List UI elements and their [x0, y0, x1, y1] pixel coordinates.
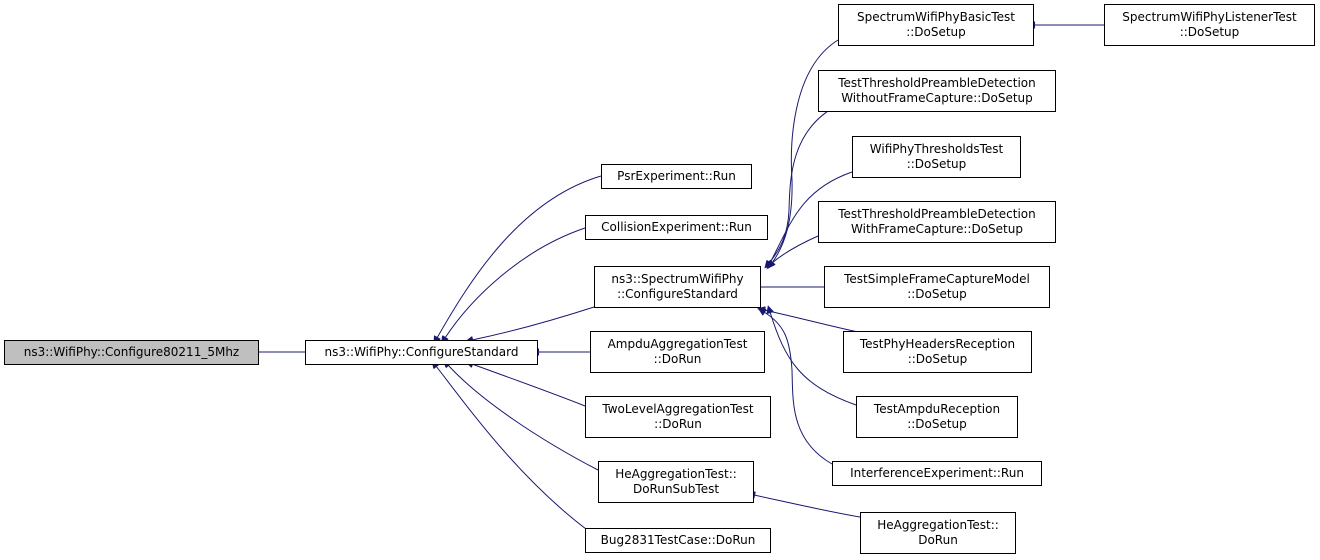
node-simple-frame-capture-dosetup[interactable]: TestSimpleFrameCaptureModel ::DoSetup: [824, 266, 1050, 308]
node-bug2831-dorun[interactable]: Bug2831TestCase::DoRun: [585, 528, 771, 553]
node-spectrum-configurestandard[interactable]: ns3::SpectrumWifiPhy ::ConfigureStandard: [594, 266, 761, 308]
node-label-line2: WithFrameCapture::DoSetup: [851, 222, 1023, 236]
node-spectrum-basic-dosetup[interactable]: SpectrumWifiPhyBasicTest ::DoSetup: [838, 4, 1034, 46]
edge-ampdureception-to-spectrumconfigure: [770, 312, 857, 406]
node-label-line1: TestThresholdPreambleDetection: [838, 76, 1036, 90]
node-twolevel-aggregation-dorun[interactable]: TwoLevelAggregationTest ::DoRun: [585, 396, 771, 438]
node-label-line2: DoRun: [918, 533, 958, 547]
node-label-line2: ::DoSetup: [906, 25, 966, 39]
node-he-aggregation-dorun[interactable]: HeAggregationTest:: DoRun: [860, 512, 1016, 554]
node-label-line1: TestAmpduReception: [873, 402, 1001, 416]
node-ampdu-reception-dosetup[interactable]: TestAmpduReception ::DoSetup: [856, 396, 1018, 438]
edge-twolevel-to-configurestandard: [472, 364, 586, 407]
node-ampdu-aggregation-dorun[interactable]: AmpduAggregationTest ::DoRun: [590, 331, 765, 373]
node-label-line1: TestSimpleFrameCaptureModel: [844, 272, 1030, 286]
edge-collision-to-configurestandard: [445, 227, 586, 338]
node-label-line1: AmpduAggregationTest: [607, 337, 748, 351]
node-label-line2: ::DoSetup: [906, 157, 967, 171]
node-label-line1: TwoLevelAggregationTest: [602, 402, 754, 416]
node-wifiphy-configurestandard[interactable]: ns3::WifiPhy::ConfigureStandard: [305, 340, 538, 365]
node-label-line1: TestThresholdPreambleDetection: [838, 207, 1036, 221]
node-configure80211-5mhz: ns3::WifiPhy::Configure80211_5Mhz: [4, 340, 259, 365]
node-label-line2: ::DoSetup: [907, 287, 967, 301]
edge-thresholds-to-spectrumconfigure: [770, 171, 853, 263]
edge-bug2831-to-configurestandard: [436, 366, 591, 533]
node-spectrum-listener-dosetup[interactable]: SpectrumWifiPhyListenerTest ::DoSetup: [1104, 4, 1315, 46]
node-label: ns3::WifiPhy::ConfigureStandard: [324, 345, 519, 359]
node-label-line1: SpectrumWifiPhyListenerTest: [1122, 10, 1297, 24]
node-label-line1: WifiPhyThresholdsTest: [869, 142, 1004, 156]
node-label-line2: ::ConfigureStandard: [617, 287, 738, 301]
node-label-line2: ::DoSetup: [1179, 25, 1240, 39]
node-psr-experiment-run[interactable]: PsrExperiment::Run: [601, 164, 752, 189]
node-label-line1: HeAggregationTest::: [615, 467, 737, 481]
edge-withoutcapture-to-spectrumconfigure: [769, 104, 839, 263]
node-label-line2: WithoutFrameCapture::DoSetup: [841, 91, 1033, 105]
node-label-line1: SpectrumWifiPhyBasicTest: [857, 10, 1015, 24]
node-label: ns3::WifiPhy::Configure80211_5Mhz: [23, 345, 240, 359]
edge-spectrumconfigure-to-configurestandard: [472, 306, 595, 340]
edge-hedorun-to-hesubtest: [754, 495, 861, 518]
edge-withcapture-to-spectrumconfigure: [772, 235, 819, 263]
node-label-line2: DoRunSubTest: [632, 482, 720, 496]
node-interference-experiment-run[interactable]: InterferenceExperiment::Run: [832, 461, 1042, 486]
node-label-line1: HeAggregationTest::: [877, 518, 999, 532]
node-preamble-with-capture[interactable]: TestThresholdPreambleDetection WithFrame…: [818, 201, 1056, 243]
node-label-line2: ::DoRun: [654, 417, 702, 431]
node-label-line1: TestPhyHeadersReception: [859, 337, 1016, 351]
edge-phyheaders-to-spectrumconfigure: [764, 310, 859, 333]
node-label: PsrExperiment::Run: [617, 169, 736, 183]
node-label: InterferenceExperiment::Run: [850, 466, 1024, 480]
node-label-line1: ns3::SpectrumWifiPhy: [611, 272, 744, 286]
node-label-line2: ::DoRun: [653, 352, 702, 366]
edge-interference-to-spectrumconfigure: [764, 312, 833, 465]
node-wifiphy-thresholds-dosetup[interactable]: WifiPhyThresholdsTest ::DoSetup: [852, 136, 1021, 178]
node-label: Bug2831TestCase::DoRun: [600, 533, 756, 547]
node-phy-headers-reception-dosetup[interactable]: TestPhyHeadersReception ::DoSetup: [843, 331, 1032, 373]
edge-hesubtest-to-configurestandard: [448, 365, 599, 471]
node-preamble-without-capture[interactable]: TestThresholdPreambleDetection WithoutFr…: [818, 70, 1056, 112]
node-collision-experiment-run[interactable]: CollisionExperiment::Run: [585, 215, 768, 240]
node-label-line2: ::DoSetup: [907, 352, 968, 366]
node-label-line2: ::DoSetup: [907, 417, 967, 431]
node-label: CollisionExperiment::Run: [601, 220, 752, 234]
edge-psr-to-configurestandard: [437, 175, 602, 338]
node-he-aggregation-dorunsubtest[interactable]: HeAggregationTest:: DoRunSubTest: [598, 461, 754, 503]
